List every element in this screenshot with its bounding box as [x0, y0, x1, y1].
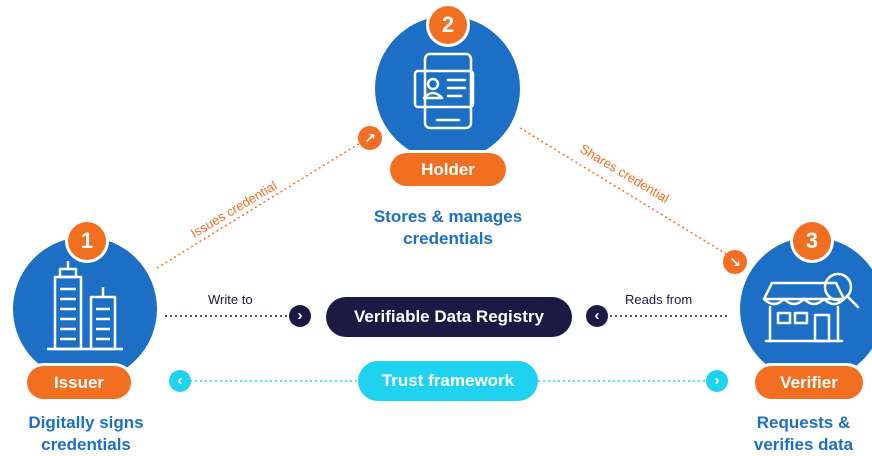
issuer-caption: Digitally signs credentials [0, 412, 172, 456]
verifier-caption-line2: verifies data [753, 435, 854, 454]
issues-arrow-icon: ↗ [358, 126, 382, 150]
write-to-chevron-icon: › [289, 305, 311, 327]
verifier-role-pill: Verifier [755, 366, 863, 399]
reads-from-label: Reads from [625, 292, 693, 307]
verifier-caption-line1: Requests & [756, 413, 851, 432]
shares-arrow-icon: ↘ [723, 250, 747, 274]
holder-caption-line2: credentials [403, 229, 493, 248]
issuer-number-badge: 1 [68, 222, 106, 260]
issuer-caption-line1: Digitally signs [28, 413, 144, 432]
verifiable-data-registry-pill: Verifiable Data Registry [326, 297, 572, 337]
office-buildings-icon [47, 261, 123, 351]
holder-role-pill: Holder [390, 153, 506, 186]
trust-framework-pill: Trust framework [358, 361, 538, 401]
verifier-caption: Requests & verifies data [735, 412, 872, 456]
verifier-circle [740, 237, 872, 381]
issuer-holder-line [156, 139, 366, 269]
verifier-number-badge: 3 [793, 222, 831, 260]
storefront-search-icon [762, 272, 860, 343]
phone-id-card-icon [413, 52, 475, 130]
holder-number-badge: 2 [429, 6, 467, 44]
issuer-circle [13, 237, 157, 381]
trust-left-chevron-icon: ‹ [169, 370, 191, 392]
issuer-role-pill: Issuer [27, 366, 131, 399]
issuer-caption-line2: credentials [41, 435, 131, 454]
write-to-label: Write to [208, 292, 253, 307]
reads-from-chevron-icon: ‹ [586, 305, 608, 327]
holder-caption: Stores & manages credentials [330, 206, 566, 250]
holder-caption-line1: Stores & manages [373, 207, 523, 226]
trust-right-chevron-icon: › [706, 370, 728, 392]
holder-verifier-line [519, 127, 729, 256]
